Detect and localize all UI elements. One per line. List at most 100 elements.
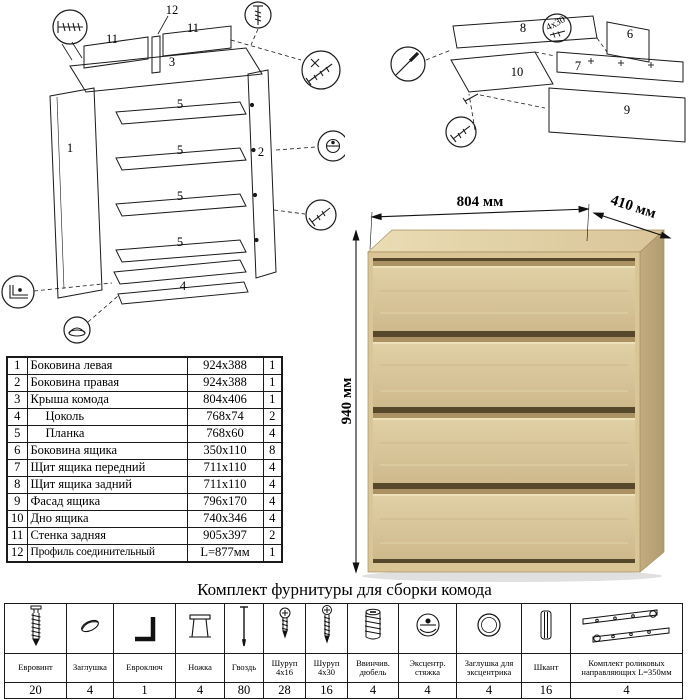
screw-4x30-callout-icon [542,13,572,43]
part-name: Боковина ящика [26,441,188,460]
hardware-name: Евровинт [4,653,67,683]
hardware-qty: 4 [570,682,683,699]
part-number: 12 [6,543,28,563]
screw-bottom-callout-icon [445,116,477,148]
part-name: Боковина левая [26,356,188,375]
part-size: 804x406 [186,390,264,409]
part-number: 7 [6,458,28,477]
part-label-11a: 11 [106,32,118,46]
part-label-5d: 5 [177,235,183,249]
part-label-7: 7 [575,59,581,73]
carcass-panels [49,25,277,305]
screw-callout-icon [308,207,331,227]
hardware-name: Шуруп 4x16 [263,653,306,683]
part-name: Щит ящика передний [26,458,188,477]
part-number: 4 [6,407,28,426]
confirmat-screw-icon [4,603,67,654]
part-qty: 1 [262,543,283,563]
part-size: 350x110 [186,441,264,460]
part-size: 796x170 [186,492,264,511]
part-number: 6 [6,441,28,460]
table-row: 11 Стенка задняя 905x397 2 [6,526,283,545]
width-dimension-label: 804 мм [457,195,504,210]
part-qty: 4 [262,424,283,443]
table-row: 5 Планка 768x60 4 [6,424,283,443]
hardware-name-row: Евровинт Заглушка Евроключ Ножка Гвоздь … [4,653,683,683]
drawer-exploded-diagram: 8 6 10 7 9 4x30 [390,13,686,148]
part-number: 9 [6,492,28,511]
part-qty: 1 [262,390,283,409]
hardware-qty: 4 [175,682,225,699]
part-label-11b: 11 [187,21,199,35]
drawer-part-labels: 8 6 10 7 9 4x30 [511,14,633,117]
hardware-name: Заглушка [66,653,114,683]
part-qty: 4 [262,492,283,511]
part-number: 1 [6,356,28,375]
dresser-top-face [367,229,665,253]
wood-dowel-icon [521,603,571,654]
cap-callout-icon [68,327,86,337]
hardware-name: Заглушка для эксцентрика [456,653,522,683]
cam-lock-callout-icon [325,138,341,154]
table-row: 8 Щит ящика задний 711x110 4 [6,475,283,494]
carcass-part-labels: 12 11 11 3 1 5 5 5 5 2 4 [67,3,264,293]
furniture-leg-icon [175,603,225,654]
insert-lines [61,15,169,61]
part-label-5c: 5 [177,189,183,203]
part-size: 768x60 [186,424,264,443]
nail-icon [224,603,264,654]
screw-in-dowel-icon [347,603,399,654]
part-name: Планка [26,424,188,443]
part-qty: 2 [262,407,283,426]
hardware-qty: 4 [66,682,114,699]
hardware-qty: 28 [263,682,306,699]
part-name: Щит ящика задний [26,475,188,494]
part-label-4: 4 [180,279,187,293]
part-qty: 8 [262,441,283,460]
part-qty: 4 [262,509,283,528]
drawer-leader-lines [425,37,608,131]
hardware-qty-row: 20 4 1 4 80 28 16 4 4 4 16 4 [4,682,683,699]
part-number: 5 [6,424,28,443]
part-size: 924x388 [186,373,264,392]
part-size: 768x74 [186,407,264,426]
hardware-table: Евровинт Заглушка Евроключ Ножка Гвоздь … [4,603,683,699]
euroscrew-icon [57,21,83,33]
part-name: Дно ящика [26,509,188,528]
part-label-3: 3 [169,55,175,69]
hardware-qty: 20 [4,682,67,699]
cam-cap-icon [456,603,522,654]
table-row: 6 Боковина ящика 350x110 8 [6,441,283,460]
part-label-10: 10 [511,65,524,79]
leader-lines [33,28,317,323]
hardware-qty: 4 [456,682,522,699]
hex-key-icon [113,603,176,654]
callout-circles [1,1,345,344]
part-number: 8 [6,475,28,494]
floor-shadow [362,570,662,582]
drawer-slides-icon [570,603,683,654]
part-number: 10 [6,509,28,528]
drawer-gaps [373,258,635,563]
depth-dimension-label: 410 мм [609,195,658,222]
confirmat-top-icon [253,5,263,25]
parts-table: 1 Боковина левая 924x388 1 2 Боковина пр… [6,356,283,563]
hardware-name: Ввинчив. дюбель [347,653,399,683]
hardware-qty: 4 [347,682,399,699]
hardware-qty: 4 [398,682,457,699]
drawer-front-2 [373,337,635,407]
table-row: 9 Фасад ящика 796x170 4 [6,492,283,511]
drawer-front-1 [373,261,635,331]
part-label-2: 2 [258,145,264,159]
phillips-screws-icon [305,58,333,86]
part-size: 711x110 [186,475,264,494]
part-label-1: 1 [67,141,73,155]
screw-4x30-icon [305,603,348,654]
part-size: 740x346 [186,509,264,528]
hardware-name: Шкант [521,653,571,683]
screw-position-marks [588,58,654,68]
leg-bracket-icon [9,285,28,299]
carcass-exploded-diagram: 12 11 11 3 1 5 5 5 5 2 4 [1,1,345,344]
drawer-front-3 [373,413,635,483]
height-dimension-label: 940 мм [340,378,355,425]
